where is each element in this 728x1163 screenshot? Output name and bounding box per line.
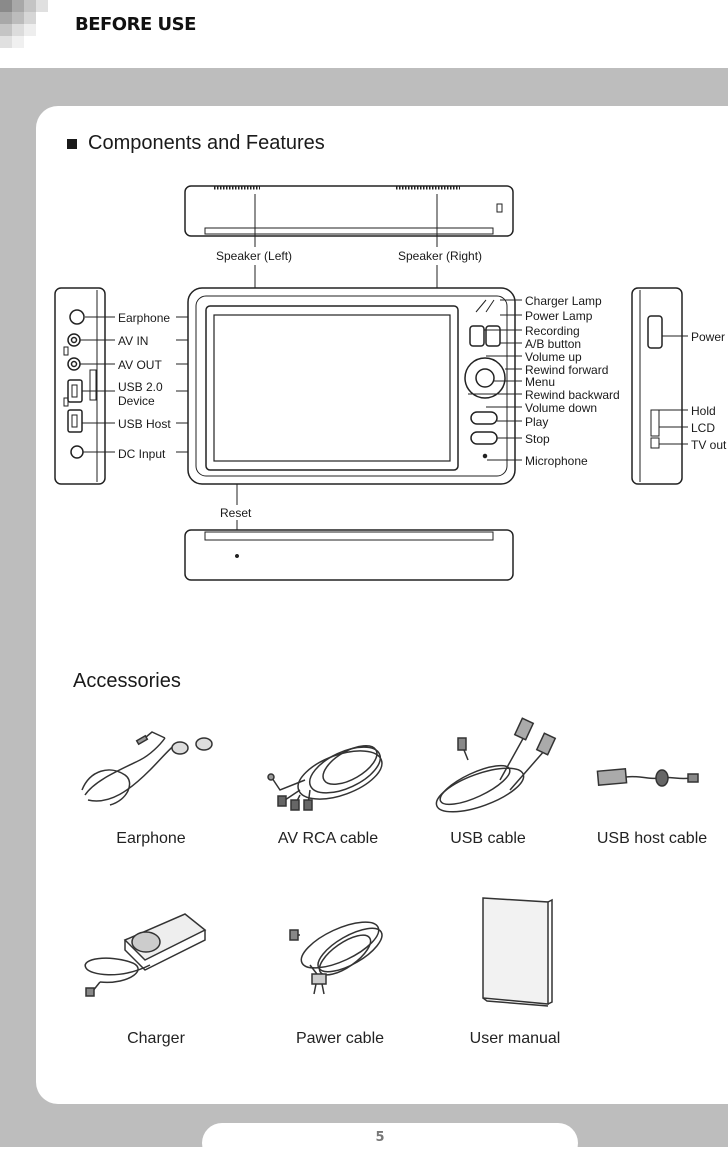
label-ab-button: A/B button (525, 337, 582, 351)
accessory-label-usb-host-cable: USB host cable (596, 830, 708, 847)
page-number: 5 (375, 1130, 385, 1145)
label-speaker-left: Speaker (Left) (216, 249, 293, 263)
label-av-out: AV OUT (118, 358, 162, 372)
earphone-image (81, 731, 213, 806)
label-reset: Reset (220, 506, 252, 520)
label-av-in: AV IN (118, 334, 149, 348)
bullet-square-icon (67, 139, 77, 149)
accessories-heading: Accessories (73, 670, 181, 692)
label-usb-device-1: USB 2.0 (118, 380, 163, 394)
header-mosaic-graphic (0, 0, 48, 48)
accessory-label-charger: Charger (127, 1030, 185, 1047)
accessory-label-usb-cable: USB cable (450, 830, 526, 847)
device-bottom-view (184, 529, 514, 581)
section-title: BEFORE USE (75, 14, 196, 35)
label-tv-out: TV out (691, 438, 727, 452)
page-header (0, 0, 728, 68)
label-speaker-right: Speaker (Right) (398, 249, 483, 263)
label-usb-device-2: Device (118, 394, 155, 408)
label-play: Play (525, 415, 549, 429)
av-rca-cable-image (267, 744, 383, 811)
label-power: Power (691, 330, 726, 344)
lcd-screen (205, 305, 459, 471)
label-menu: Menu (525, 375, 556, 389)
label-lcd: LCD (691, 421, 716, 435)
label-stop: Stop (525, 432, 550, 446)
accessory-label-av-rca-cable: AV RCA cable (277, 830, 379, 847)
usb-cable-image (435, 717, 557, 813)
label-hold: Hold (691, 404, 716, 418)
label-power-lamp: Power Lamp (525, 309, 593, 323)
label-volume-down: Volume down (525, 401, 598, 415)
label-rewind-forward: Rewind forward (525, 363, 609, 377)
label-earphone-jack: Earphone (118, 311, 171, 325)
label-charger-lamp: Charger Lamp (525, 294, 602, 308)
accessory-label-earphone: Earphone (116, 830, 186, 847)
label-recording: Recording (525, 324, 580, 338)
power-cable-image (289, 921, 383, 995)
device-left-side-view (54, 287, 106, 485)
components-heading: Components and Features (88, 132, 325, 154)
accessory-label-user-manual: User manual (469, 1030, 561, 1047)
label-usb-host: USB Host (118, 417, 171, 431)
usb-host-cable-image (596, 767, 699, 787)
label-microphone: Microphone (525, 454, 588, 468)
charger-image (84, 913, 207, 997)
label-rewind-backward: Rewind backward (525, 388, 620, 402)
label-volume-up: Volume up (525, 350, 582, 364)
device-top-view (184, 185, 514, 237)
accessory-label-power-cable: Pawer cable (295, 1030, 385, 1047)
device-right-side-view (631, 287, 683, 485)
user-manual-image (482, 897, 553, 1007)
label-dc-input: DC Input (118, 447, 166, 461)
device-front-view (187, 287, 516, 485)
